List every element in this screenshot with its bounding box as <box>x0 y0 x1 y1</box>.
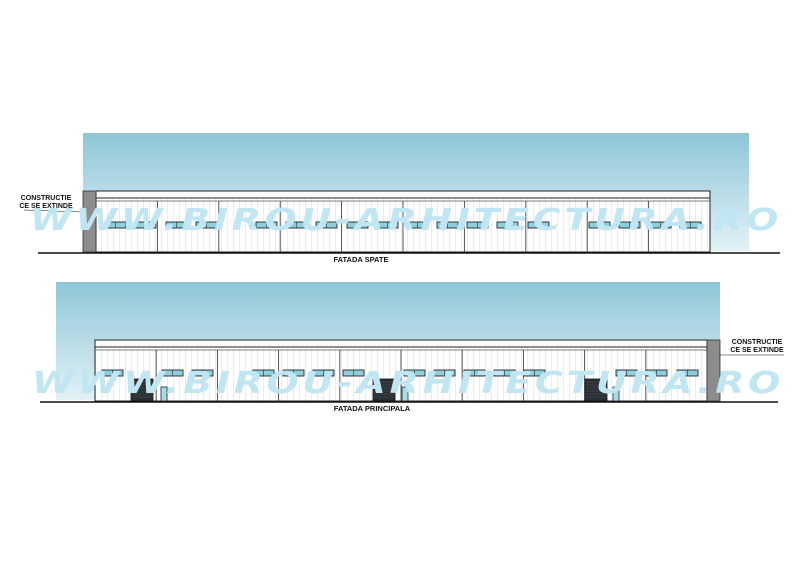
annex-label-front-line2: CE SE EXTINDE <box>730 347 784 354</box>
bay-divisions-rear <box>156 201 650 252</box>
annex-block-rear <box>82 190 97 253</box>
roof-band-front <box>94 339 708 348</box>
roller-door <box>130 378 154 402</box>
watermark-rear: WWW.BIROU-ARHITECTURA.RO <box>30 203 782 238</box>
personnel-door <box>612 386 620 402</box>
personnel-door <box>401 386 409 402</box>
windows-rear <box>104 221 702 229</box>
annex-block-front <box>706 339 721 402</box>
personnel-door <box>160 386 168 402</box>
annex-leader-rear <box>23 209 85 213</box>
roller-door <box>372 378 396 402</box>
roller-door <box>584 378 608 402</box>
watermark-front: WWW.BIROU-ARHITECTURA.RO <box>32 366 784 401</box>
elevation-rear: CONSTRUCTIE CE SE EXTINDE FATADA SPATE W… <box>19 133 782 264</box>
windows-front <box>101 369 699 377</box>
annex-label-rear-line1: CONSTRUCTIE <box>21 195 72 202</box>
elevation-title-rear: FATADA SPATE <box>334 255 389 264</box>
annex-label-front-line1: CONSTRUCTIE <box>732 339 783 346</box>
elevation-front: CONSTRUCTIE CE SE EXTINDE FATADA PRINCIP… <box>32 282 784 413</box>
roof-band-rear <box>95 190 711 199</box>
annex-label-rear-line2: CE SE EXTINDE <box>19 203 73 210</box>
doors-front <box>130 378 620 402</box>
elevation-title-front: FATADA PRINCIPALA <box>334 404 411 413</box>
